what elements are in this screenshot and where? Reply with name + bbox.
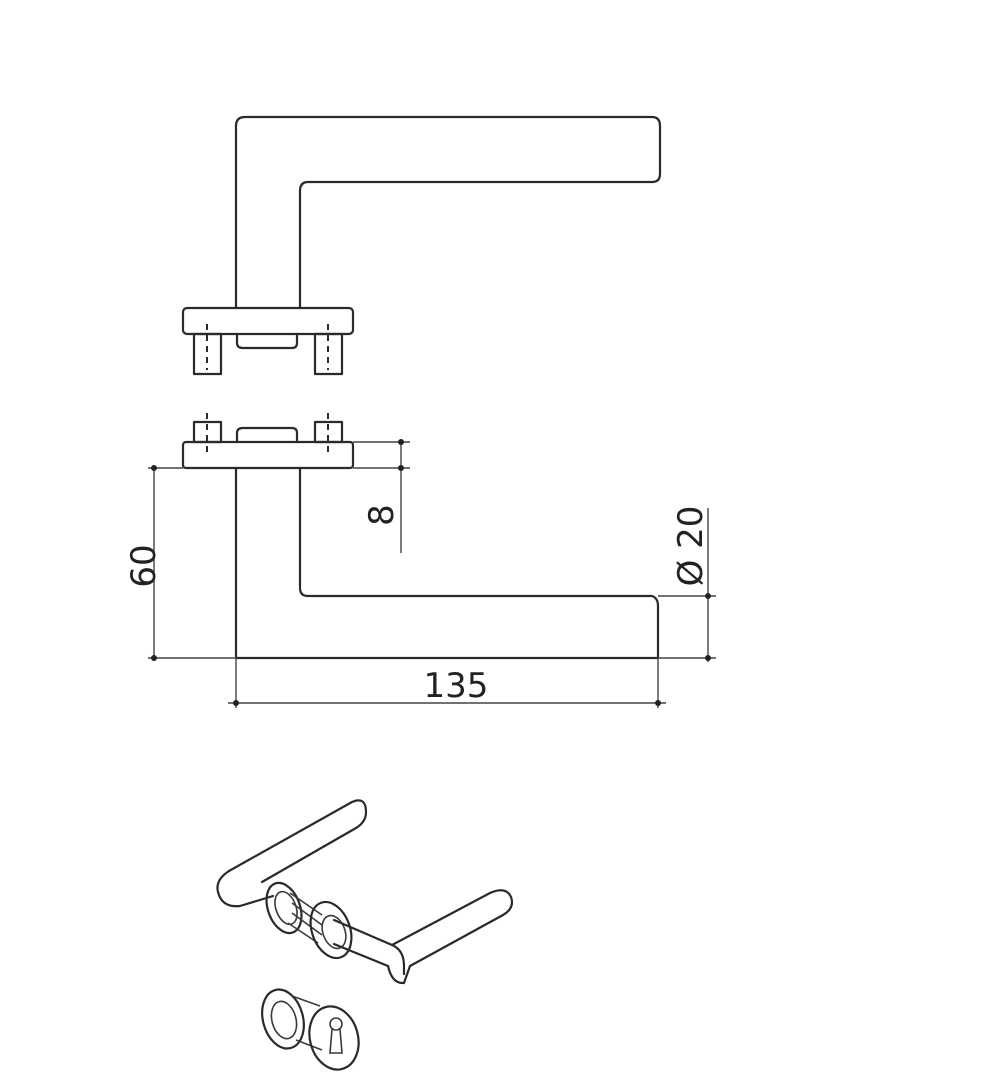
top-view-rose	[181, 306, 355, 376]
isometric-escutcheon-set	[261, 988, 360, 1071]
top-view-handle	[234, 115, 662, 310]
dimension-label-8: 8	[362, 504, 402, 526]
dimension-label-diameter: Ø 20	[671, 506, 711, 587]
dimension-diameter: Ø 20	[658, 506, 716, 662]
dimension-label-60: 60	[124, 544, 164, 587]
dimension-rose-thickness: 8	[353, 439, 410, 553]
dimension-length: 135	[228, 658, 666, 708]
keyhole-icon	[329, 1017, 343, 1054]
dimension-label-135: 135	[424, 666, 489, 706]
dimension-projection: 60	[124, 465, 236, 661]
bottom-view-rose	[181, 413, 355, 470]
isometric-lever-set	[216, 799, 514, 985]
bottom-view-handle	[234, 466, 660, 660]
